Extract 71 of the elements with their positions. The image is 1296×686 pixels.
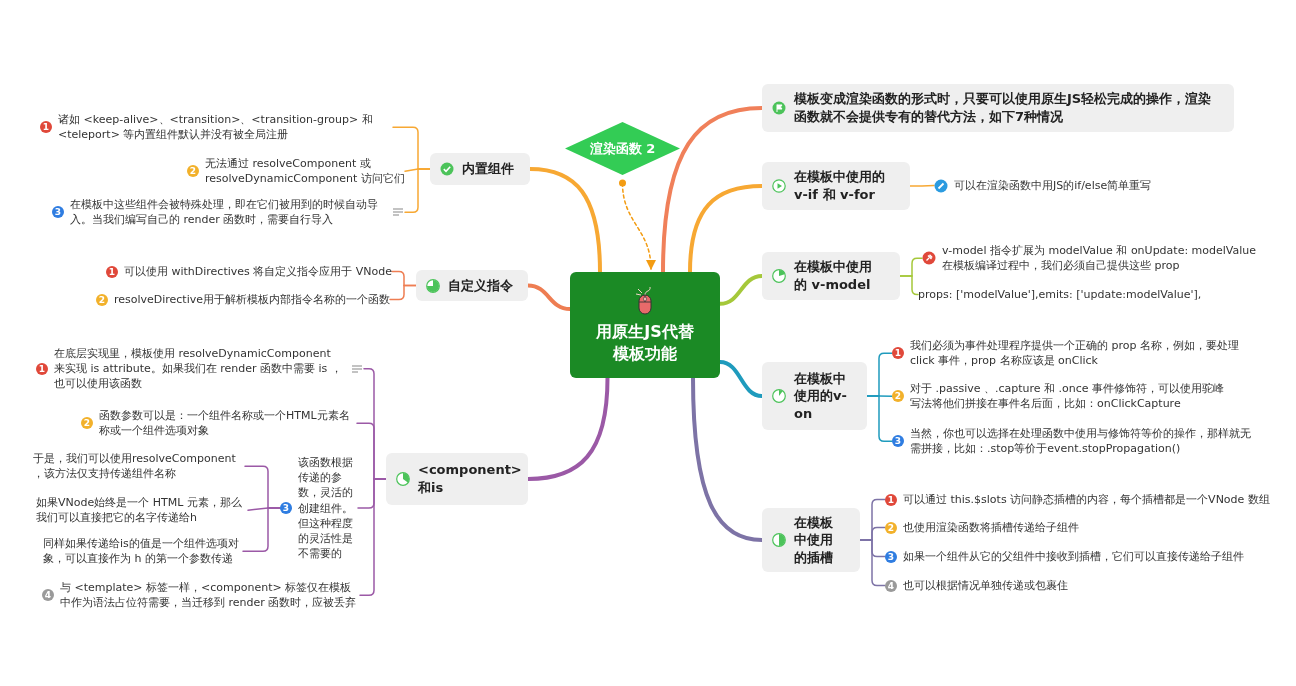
topic-text: 自定义指令 <box>448 276 513 295</box>
priority-marker: 1 <box>36 362 48 375</box>
note-text: 对于 .passive 、.capture 和 .once 事件修饰符，可以使用驼峰写法将他们拼接在事件名后面，比如：onClickCapture <box>910 381 1226 412</box>
topic-box <box>386 453 528 505</box>
priority-marker: 1 <box>885 493 897 506</box>
priority-marker: 3 <box>885 550 897 563</box>
note-text: 如果VNode始终是一个 HTML 元素，那么我们可以直接把它的名字传递给h <box>36 495 243 526</box>
note-text: 同样如果传递给is的值是一个组件选项对象，可以直接作为 h 的第一个参数传递 <box>43 536 240 567</box>
priority-marker: 2 <box>892 390 904 403</box>
branch-line <box>526 376 610 481</box>
topic-text: 内置组件 <box>462 160 514 178</box>
note-text: 可以通过 this.$slots 访问静态插槽的内容，每个插槽都是一个VNode 数组 <box>903 492 1270 508</box>
branch-line <box>688 184 764 274</box>
connector-line <box>899 275 919 296</box>
topic-text: 在模板中使用的 v-model <box>794 258 873 294</box>
topic-text: 在模板中使用的v-on <box>794 369 848 423</box>
topic-text: 在模板中使用的插槽 <box>794 513 834 567</box>
connector-line <box>359 478 387 596</box>
priority-marker: 2 <box>95 293 108 306</box>
note-text: 也可以根据情况单独传递或包裹住 <box>903 578 1068 594</box>
note-text: 诸如 <keep-alive>、<transition>、<transition-group> 和 <teleport> 等内置组件默认并没有被全局注册 <box>58 112 374 143</box>
note-text: props: ['modelValue'],emits: ['update:modelValue'], <box>918 287 1202 303</box>
topic-text: 渲染函数 2 <box>589 139 656 158</box>
topic-box <box>416 270 528 301</box>
topic-box <box>762 252 900 300</box>
note-text: 函数参数可以是：一个组件名称或一个HTML元素名称或一个组件选项对象 <box>99 408 351 439</box>
note-text: 也使用渲染函数将插槽传递给子组件 <box>903 520 1079 536</box>
branch-line <box>661 106 764 274</box>
topic-box <box>762 162 910 210</box>
connector-line <box>909 184 935 187</box>
note-text: 该函数根据传递的参数，灵活的创建组件。但这种程度的灵活性是不需要的 <box>298 455 354 562</box>
topic-text: 模板变成渲染函数的形式时，只要可以使用原生JS轻松完成的操作，渲染函数就不会提供专有的替代方法，如下7种情况 <box>794 90 1213 126</box>
note-text: 无法通过 resolveComponent 或 resolveDynamicComponent 访问它们 <box>205 156 405 187</box>
priority-marker: 1 <box>892 347 904 360</box>
priority-marker: 2 <box>187 165 199 178</box>
branch-line <box>718 274 764 306</box>
topic-text: 在模板中使用的 v-if 和 v-for <box>794 168 886 204</box>
arrow <box>619 179 656 270</box>
note-text: 在模板中这些组件会被特殊处理，即在它们被用到的时候自动导入。当我们编写自己的 render 函数时，需要自行导入 <box>70 197 379 228</box>
topic-box <box>762 84 1234 132</box>
topic-box <box>762 362 867 430</box>
note-text: 在底层实现里，模板使用 resolveDynamicComponent 来实现 is attribute。如果我们在 render 函数中需要 is ，也可以使用该函数 <box>54 346 343 392</box>
topic-box <box>430 153 530 185</box>
connector-line <box>859 539 886 587</box>
topic-box <box>762 508 860 572</box>
priority-marker: 3 <box>892 435 904 448</box>
note-text: 与 <template> 标签一样，<component> 标签仅在模板中作为语法占位符需要，当迁移到 render 函数时，应被丢弃 <box>60 580 358 611</box>
note-text: resolveDirective用于解析模板内部指令名称的一个函数 <box>113 292 390 308</box>
priority-marker: 2 <box>885 521 897 534</box>
priority-marker: 4 <box>42 589 54 602</box>
note-text: 可以在渲染函数中用JS的if/else简单重写 <box>954 178 1152 194</box>
note-text: 当然，你也可以选择在处理函数中使用与修饰符等价的操作，那样就无需拼接，比如：.stop等价于event.stopPropagation() <box>910 426 1252 457</box>
note-text: 可以使用 withDirectives 将自定义指令应用于 VNode <box>123 264 392 280</box>
priority-marker: 1 <box>40 121 52 134</box>
priority-marker: 4 <box>885 579 897 592</box>
branch-line <box>691 376 764 542</box>
note-text: 我们必须为事件处理程序提供一个正确的 prop 名称，例如，要处理 click 事件，prop 名称应该是 onClick <box>910 338 1240 369</box>
central-topic-box <box>570 272 720 378</box>
connector-line <box>242 507 281 552</box>
note-text: 如果一个组件从它的父组件中接收到插槽，它们可以直接传递给子组件 <box>903 549 1244 565</box>
branch-line <box>526 283 572 312</box>
branch-line <box>718 360 764 398</box>
priority-marker: 1 <box>105 265 118 278</box>
priority-marker: 3 <box>52 206 64 219</box>
branch-line <box>528 167 602 274</box>
priority-marker: 3 <box>280 502 292 515</box>
central-topic-text: 用原生JS代替模板功能 <box>595 320 695 365</box>
connector-line <box>389 284 417 301</box>
note-text: v-model 指令扩展为 modelValue 和 onUpdate: modelValue 在模板编译过程中，我们必须自己提供这些 prop <box>942 243 1257 274</box>
note-text: 于是，我们可以使用resolveComponent ，该方法仅支持传递组件名称 <box>33 451 237 482</box>
priority-marker: 2 <box>81 417 93 430</box>
